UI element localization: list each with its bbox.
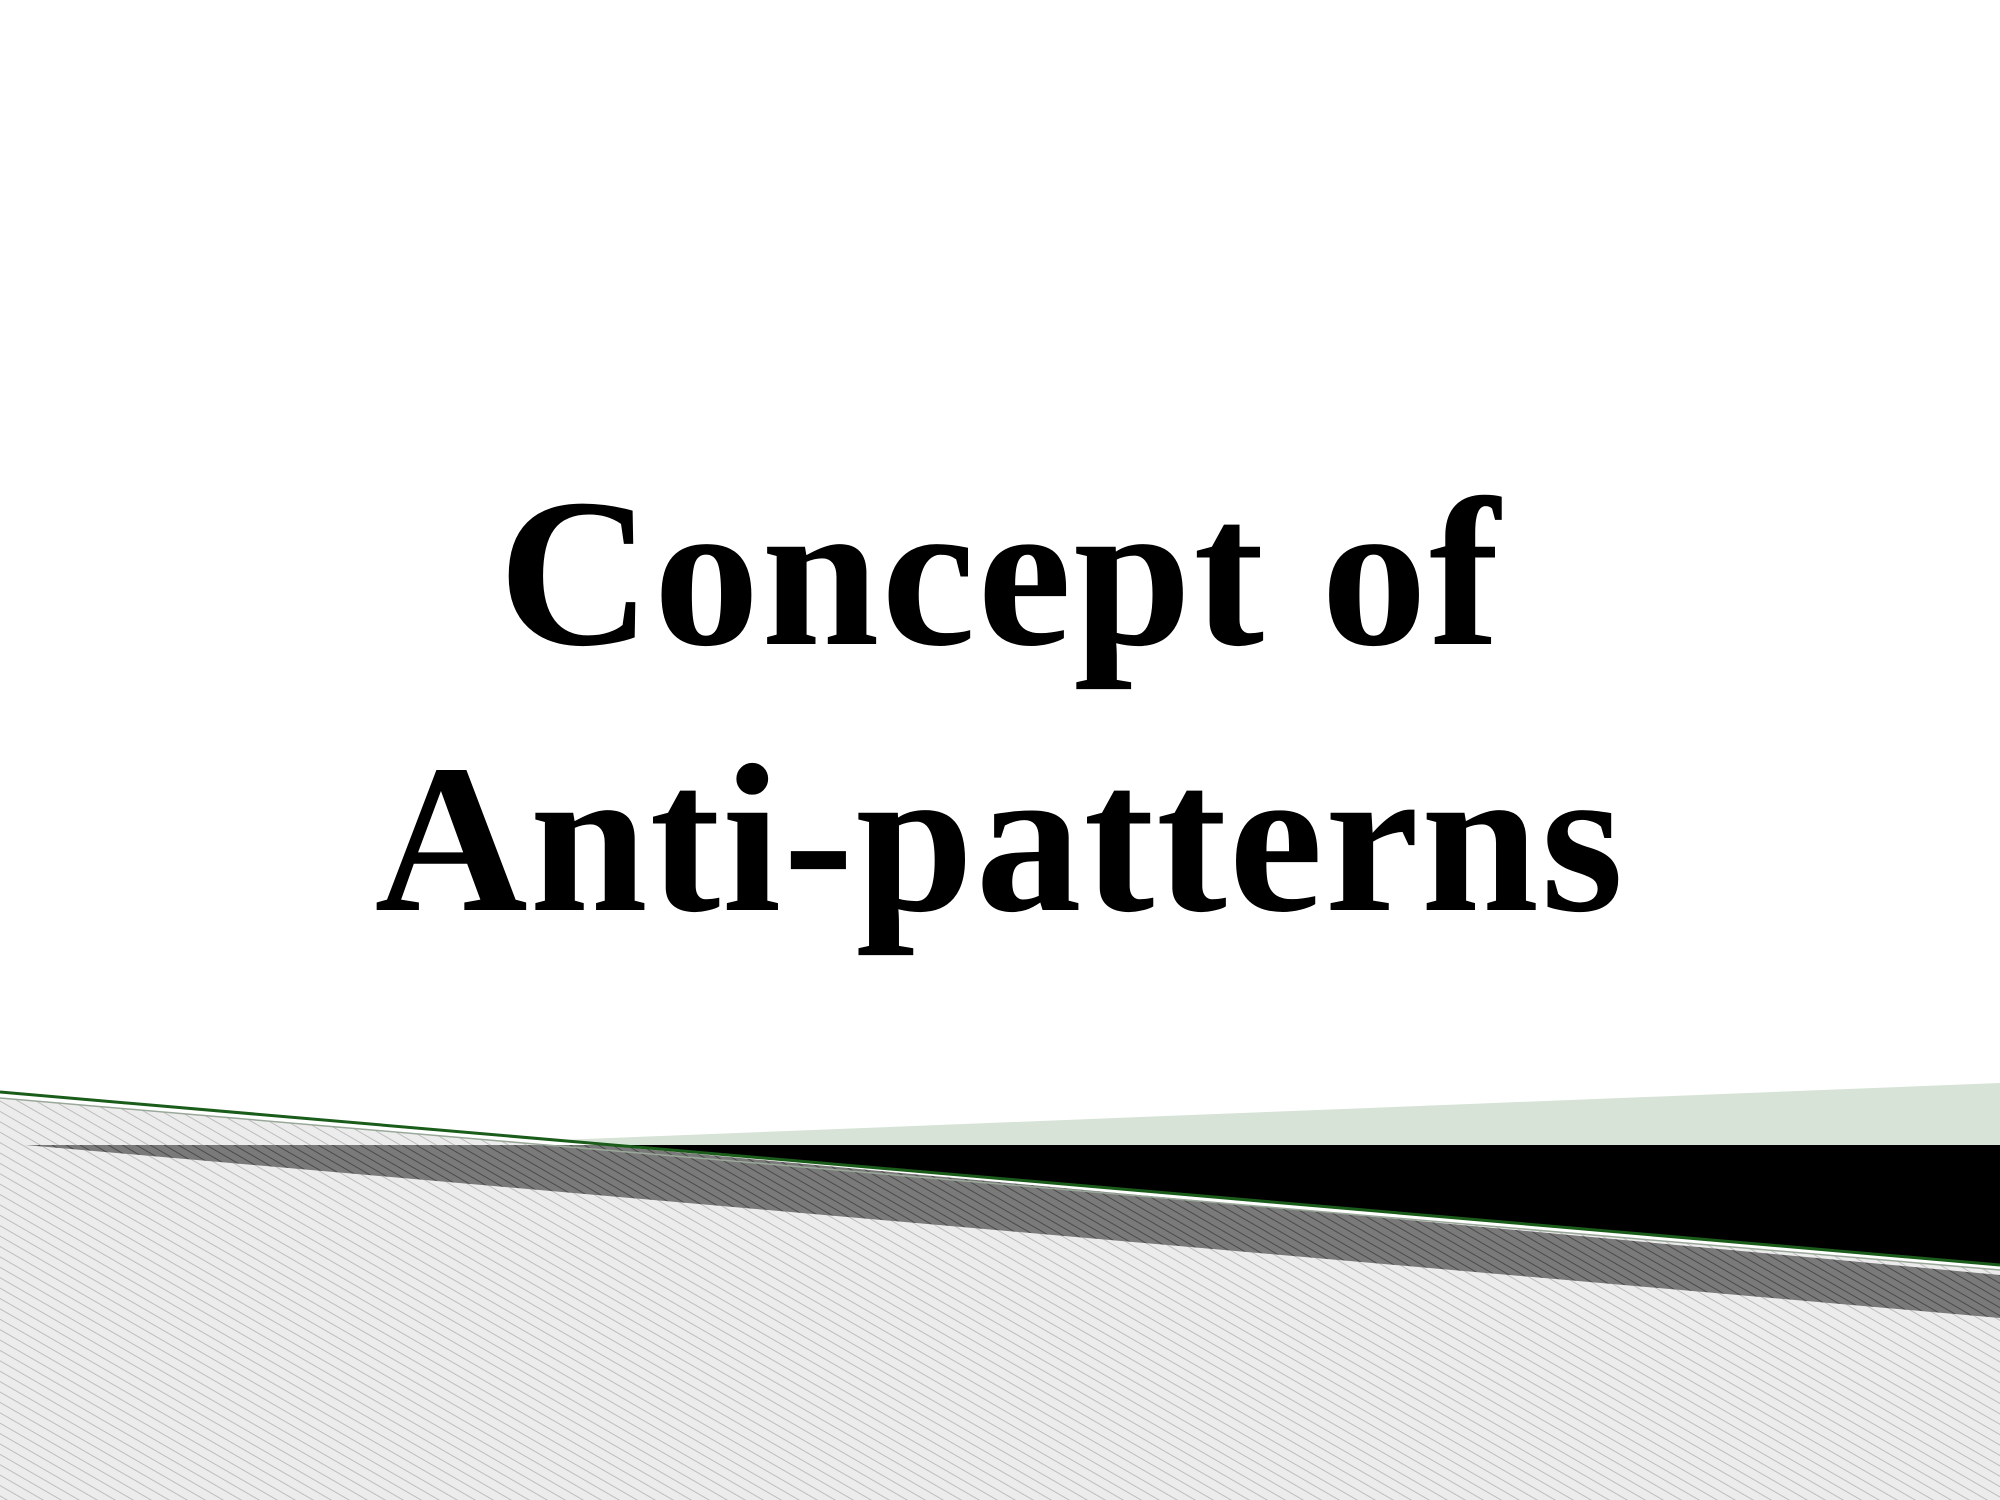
slide-title: Concept of Anti-patterns: [0, 440, 2000, 972]
dark-grey-band: [25, 1145, 2000, 1318]
title-line-1: Concept of: [498, 455, 1502, 690]
title-line-2: Anti-patterns: [374, 721, 1626, 956]
hatched-floor: [0, 1098, 2000, 1500]
pale-green-band: [560, 1083, 2000, 1145]
green-accent-line: [0, 1090, 2000, 1267]
